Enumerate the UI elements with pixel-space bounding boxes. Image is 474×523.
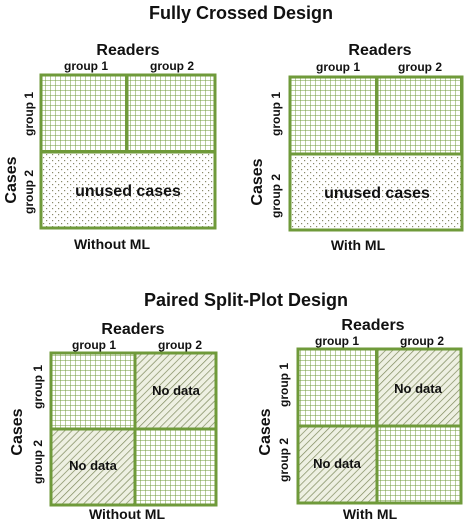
readers-label: Readers — [348, 42, 411, 59]
section-title-paired-split-plot: Paired Split-Plot Design — [144, 290, 348, 310]
reader-group-1-label: group 1 — [315, 334, 359, 348]
panel-split-plot-without-ml: Readers group 1 group 2 Cases group 1 gr… — [9, 321, 218, 522]
reader-group-2-label: group 2 — [400, 334, 444, 348]
cases-label: Cases — [257, 408, 274, 455]
section-title-fully-crossed: Fully Crossed Design — [149, 3, 333, 23]
cell-r1-c1 — [288, 75, 379, 156]
case-group-2-label: group 2 — [31, 440, 45, 484]
readers-label: Readers — [101, 321, 164, 338]
no-data-text: No data — [152, 383, 200, 398]
reader-group-1-label: group 1 — [316, 60, 360, 74]
panel-fully-crossed-without-ml: Readers group 1 group 2 Cases group 1 gr… — [3, 42, 217, 252]
unused-cases-text: unused cases — [75, 183, 181, 200]
panel-fully-crossed-with-ml: Readers group 1 group 2 Cases group 1 gr… — [249, 42, 464, 253]
cell-r1-c2 — [375, 75, 464, 156]
reader-group-2-label: group 2 — [398, 60, 442, 74]
no-data-text: No data — [313, 456, 361, 471]
panel-caption: With ML — [343, 506, 398, 522]
case-group-1-label: group 1 — [22, 92, 36, 136]
case-group-1-label: group 1 — [269, 92, 283, 136]
case-group-2-label: group 2 — [22, 170, 36, 214]
cell-r1-c2 — [125, 73, 217, 154]
cases-label: Cases — [249, 158, 266, 205]
case-group-2-label: group 2 — [269, 174, 283, 218]
unused-cases-cell — [39, 150, 217, 230]
panel-caption: Without ML — [89, 506, 166, 522]
cell-r2-c2 — [133, 427, 218, 507]
no-data-cell — [296, 424, 379, 505]
case-group-1-label: group 1 — [31, 365, 45, 409]
panel-caption: With ML — [331, 237, 386, 253]
cases-label: Cases — [9, 408, 26, 455]
reader-group-1-label: group 1 — [64, 59, 108, 73]
no-data-text: No data — [69, 458, 117, 473]
unused-cases-text: unused cases — [324, 185, 430, 202]
cell-r1-c1 — [296, 347, 379, 428]
case-group-2-label: group 2 — [277, 438, 291, 482]
panel-split-plot-with-ml: Readers group 1 group 2 Cases group 1 gr… — [257, 317, 463, 522]
cell-r1-c1 — [49, 351, 137, 431]
cell-r2-c2 — [375, 424, 463, 505]
no-data-text: No data — [394, 381, 442, 396]
panel-caption: Without ML — [74, 236, 151, 252]
readers-label: Readers — [96, 42, 159, 59]
cases-label: Cases — [3, 156, 20, 203]
unused-cases-cell — [288, 152, 464, 232]
reader-group-2-label: group 2 — [150, 59, 194, 73]
reader-group-2-label: group 2 — [158, 338, 202, 352]
cell-r1-c1 — [39, 73, 129, 154]
reader-group-1-label: group 1 — [72, 338, 116, 352]
readers-label: Readers — [341, 317, 404, 334]
case-group-1-label: group 1 — [277, 363, 291, 407]
